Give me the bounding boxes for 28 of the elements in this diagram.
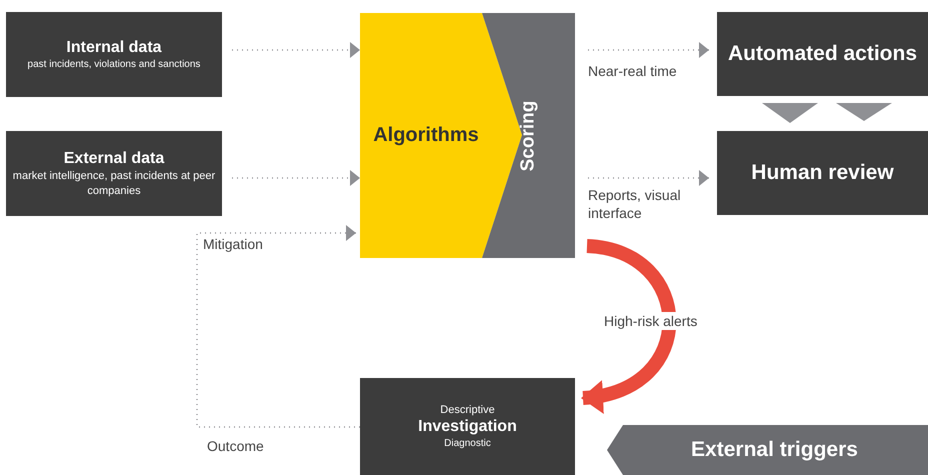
node-title: Investigation: [418, 417, 517, 438]
node-subtitle: market intelligence, past incidents at peer companies: [12, 169, 216, 198]
node-label: Scoring: [518, 100, 540, 171]
arrow-banner: [607, 425, 928, 475]
arrow: [588, 42, 709, 58]
node-title: Automated actions: [728, 40, 918, 67]
scoring-block: [482, 13, 575, 258]
node-title: External data: [64, 149, 164, 170]
process-box: [717, 131, 928, 215]
arrow: [196, 225, 360, 428]
arrow: [836, 103, 892, 121]
process-box: [6, 12, 222, 97]
edge-label: High-risk alerts: [604, 312, 698, 330]
node-subtitle: Diagnostic: [444, 437, 491, 450]
process-box: [6, 131, 222, 216]
arrow: [232, 42, 360, 58]
process-box: [717, 12, 928, 96]
arrow: [581, 239, 676, 412]
arrow: [232, 170, 360, 186]
process-box: [360, 378, 575, 475]
node-title: Internal data: [66, 38, 162, 58]
node-subtitle: past incidents, violations and sanctions: [28, 58, 200, 71]
node-title: External triggers: [691, 436, 858, 463]
arrow: [588, 170, 709, 186]
node-label: Algorithms: [373, 123, 479, 148]
arrow: [762, 103, 818, 123]
node-title: Human review: [751, 160, 894, 186]
node-subtitle: Descriptive: [440, 402, 495, 418]
